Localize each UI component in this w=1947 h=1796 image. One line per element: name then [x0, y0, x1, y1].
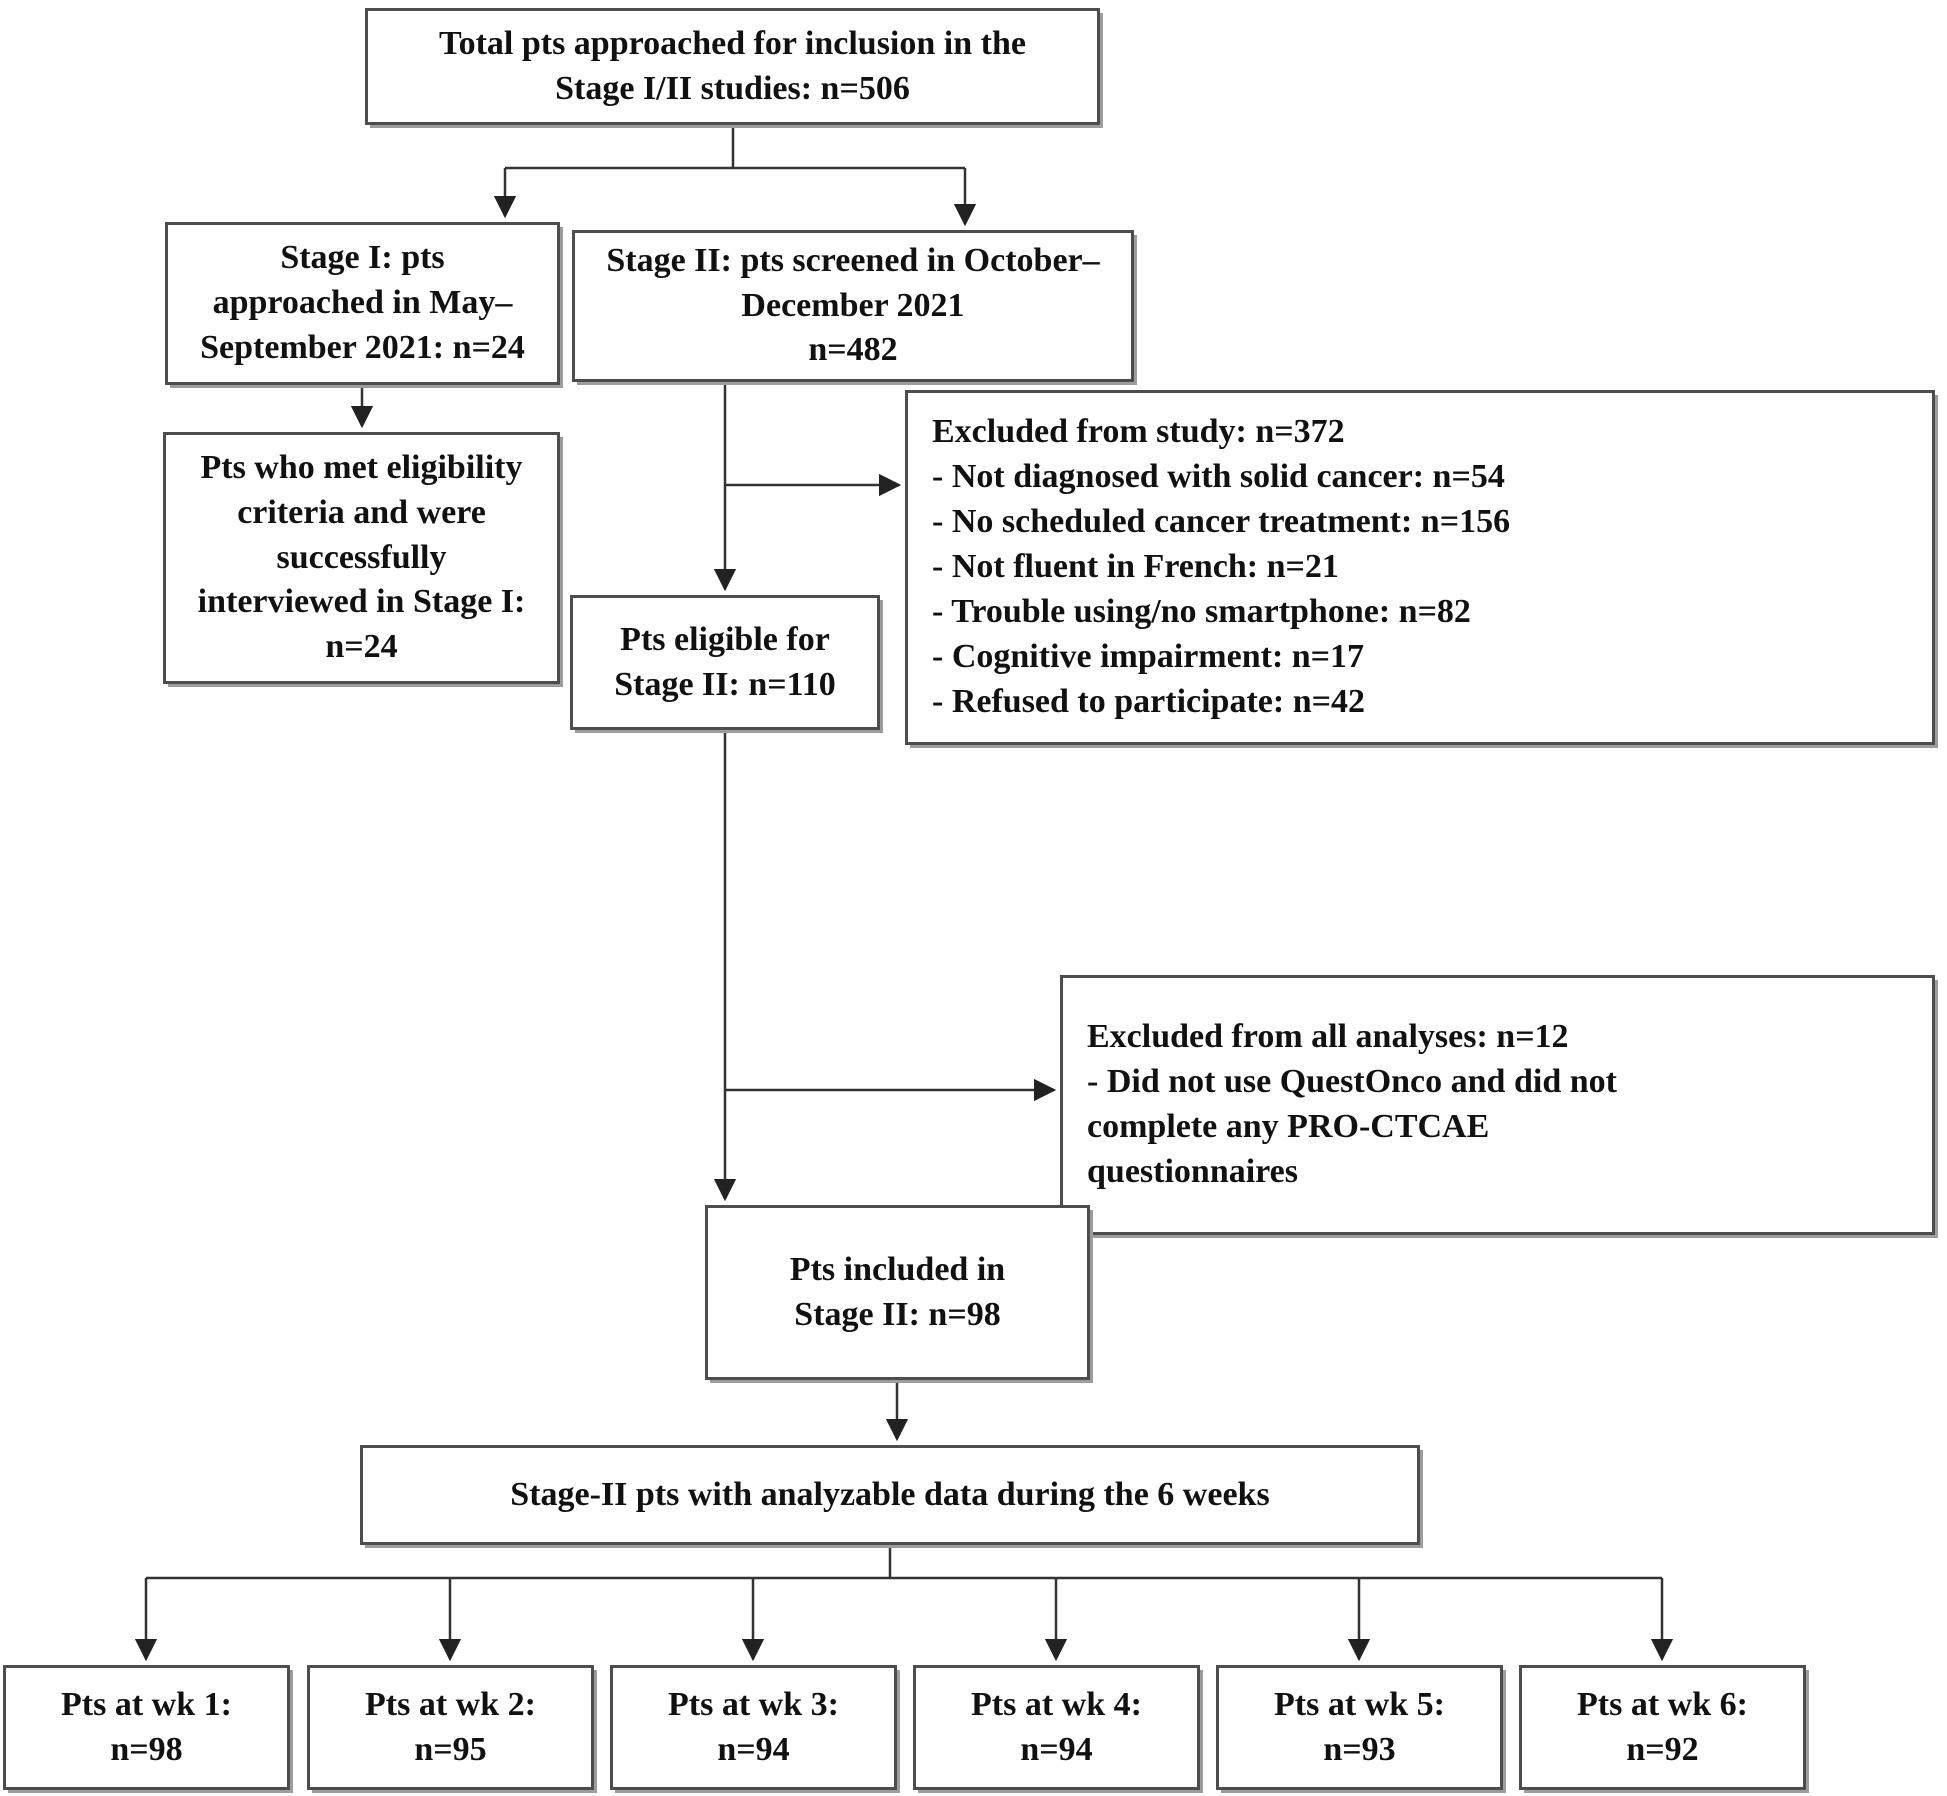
week-2-box: Pts at wk 2: n=95	[307, 1665, 594, 1790]
stage2-text: Stage II: pts screened in October– Decem…	[606, 241, 1100, 369]
week-5-box: Pts at wk 5: n=93	[1216, 1665, 1503, 1790]
analyzable-data-box: Stage-II pts with analyzable data during…	[360, 1445, 1420, 1545]
analyzable-data-text: Stage-II pts with analyzable data during…	[510, 1475, 1270, 1513]
stage1-box: Stage I: pts approached in May– Septembe…	[165, 222, 560, 385]
week-1-box: Pts at wk 1: n=98	[3, 1665, 290, 1790]
week-1-text: Pts at wk 1: n=98	[61, 1685, 232, 1768]
met-eligibility-box: Pts who met eligibility criteria and wer…	[163, 432, 560, 684]
excluded-analyses-text: Excluded from all analyses: n=12 - Did n…	[1087, 1018, 1617, 1190]
eligible-stage2-text: Pts eligible for Stage II: n=110	[614, 620, 836, 703]
week-6-box: Pts at wk 6: n=92	[1519, 1665, 1806, 1790]
excluded-study-box: Excluded from study: n=372 - Not diagnos…	[905, 390, 1935, 745]
stage2-box: Stage II: pts screened in October– Decem…	[572, 230, 1134, 382]
included-stage2-text: Pts included in Stage II: n=98	[789, 1250, 1006, 1333]
excluded-study-text: Excluded from study: n=372 - Not diagnos…	[932, 413, 1511, 720]
week-4-box: Pts at wk 4: n=94	[913, 1665, 1200, 1790]
included-stage2-box: Pts included in Stage II: n=98	[705, 1205, 1090, 1380]
met-eligibility-text: Pts who met eligibility criteria and wer…	[197, 448, 526, 666]
week-5-text: Pts at wk 5: n=93	[1274, 1685, 1445, 1768]
stage1-text: Stage I: pts approached in May– Septembe…	[200, 239, 525, 366]
week-4-text: Pts at wk 4: n=94	[971, 1685, 1142, 1768]
week-6-text: Pts at wk 6: n=92	[1577, 1685, 1748, 1768]
total-approached-box: Total pts approached for inclusion in th…	[365, 8, 1100, 125]
eligible-stage2-box: Pts eligible for Stage II: n=110	[570, 595, 880, 730]
week-3-box: Pts at wk 3: n=94	[610, 1665, 897, 1790]
total-approached-text: Total pts approached for inclusion in th…	[439, 24, 1026, 107]
week-3-text: Pts at wk 3: n=94	[668, 1685, 839, 1768]
excluded-analyses-box: Excluded from all analyses: n=12 - Did n…	[1060, 975, 1935, 1235]
week-2-text: Pts at wk 2: n=95	[365, 1685, 536, 1768]
